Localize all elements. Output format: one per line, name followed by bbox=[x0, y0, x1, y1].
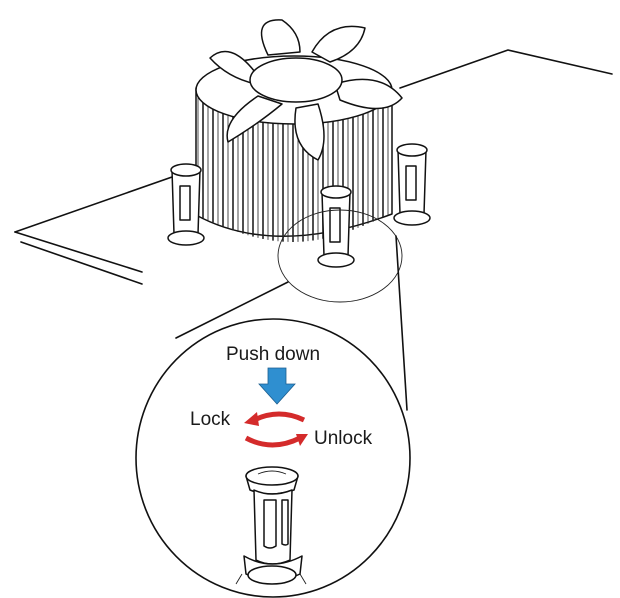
heatsink-fan bbox=[195, 19, 403, 243]
unlock-label: Unlock bbox=[314, 428, 373, 449]
down-arrow-icon bbox=[258, 367, 296, 405]
push-pin-detail bbox=[235, 466, 307, 585]
curved-arrow-left-icon bbox=[244, 411, 306, 426]
push-pin-fasteners bbox=[167, 143, 431, 268]
push-pin bbox=[167, 163, 205, 246]
motherboard-outline bbox=[14, 49, 613, 285]
curved-arrow-right-icon bbox=[244, 434, 308, 448]
push-down-label: Push down bbox=[226, 344, 320, 365]
magnifier bbox=[135, 209, 411, 598]
lock-label: Lock bbox=[190, 409, 231, 430]
push-pin bbox=[393, 143, 431, 226]
push-pin bbox=[317, 185, 355, 268]
